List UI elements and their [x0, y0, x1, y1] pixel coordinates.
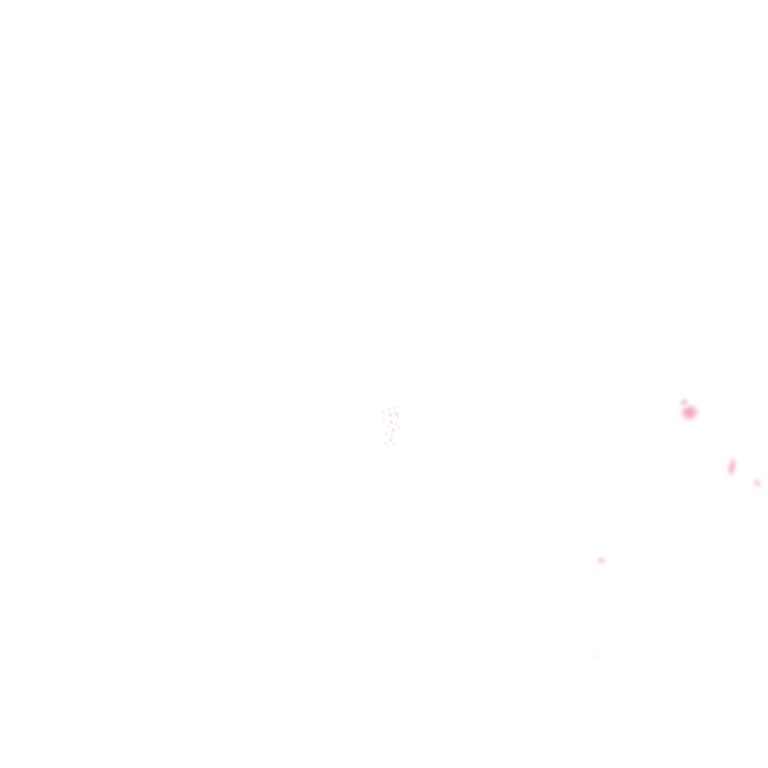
petal-speckle-dot	[389, 438, 392, 442]
petal-speckle-dot	[392, 428, 395, 432]
petal-speckle-dot	[395, 422, 397, 425]
petal-speckle-dot	[382, 410, 384, 413]
petal-speckle-dot	[389, 413, 392, 417]
petal-speckle-dot	[393, 442, 395, 445]
petal-speckle-dot	[387, 445, 389, 448]
petal-speckle-dot	[388, 408, 390, 411]
petal-speckle-dot	[391, 434, 393, 437]
petal-speckle-dot	[385, 432, 387, 435]
petal-speckle-dot	[390, 420, 393, 424]
petal-speckle-dot	[388, 425, 390, 428]
petal-speckle-dot	[397, 416, 399, 419]
petal-speckle-dot	[394, 406, 396, 409]
petal-speckle-dot	[398, 426, 400, 429]
petal-speckle-dot	[384, 442, 386, 445]
petal-speckle-dot	[383, 418, 385, 421]
petal-speckle-dot	[395, 412, 398, 416]
